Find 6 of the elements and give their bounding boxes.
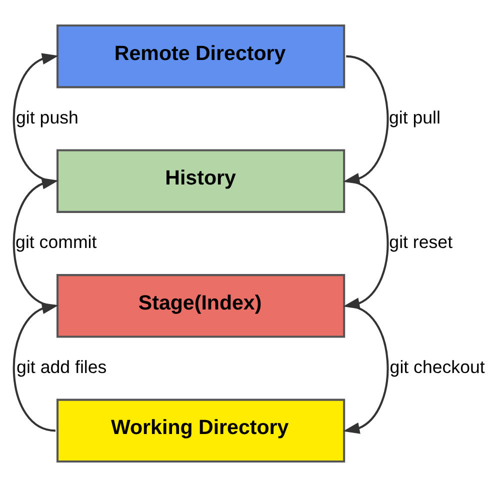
edge-label: git add files (16, 356, 107, 377)
edge-label: git commit (16, 232, 97, 252)
edge-label: git reset (389, 232, 453, 252)
edge-label: git pull (388, 107, 440, 128)
edge-label: git checkout (390, 356, 485, 377)
edge-label: git push (16, 107, 78, 128)
